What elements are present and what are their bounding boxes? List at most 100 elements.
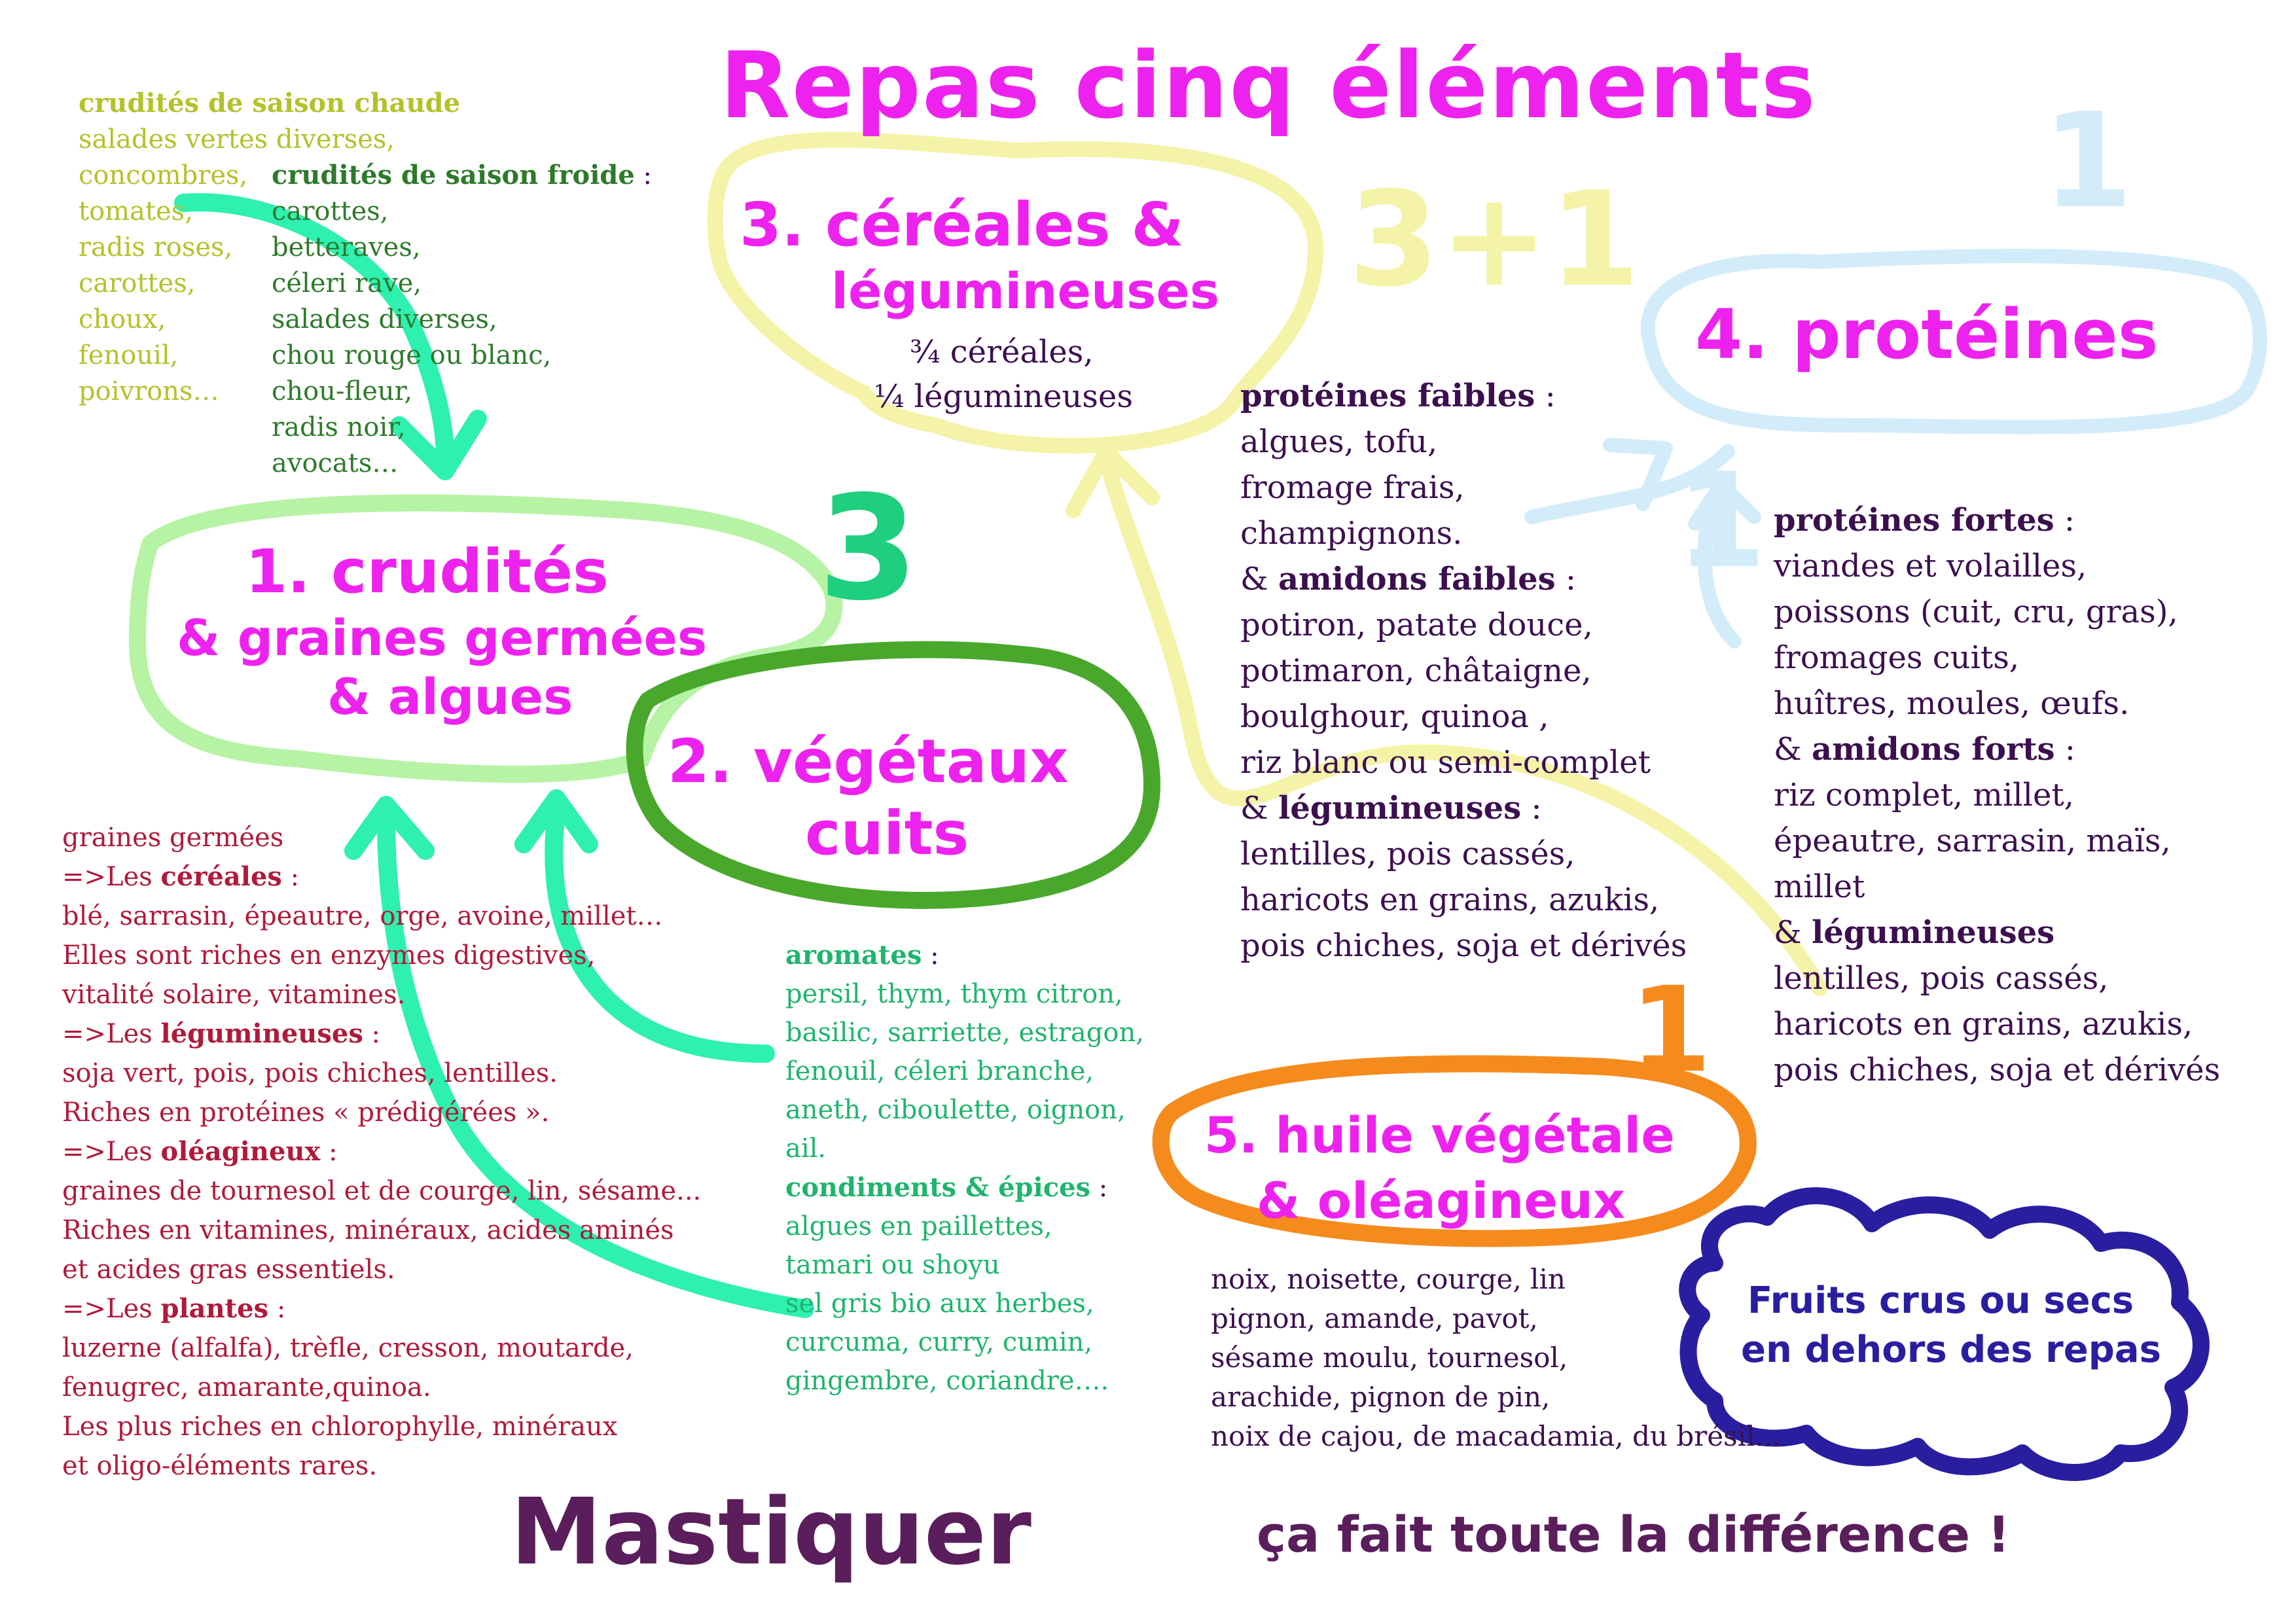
cereales-ratio-1: ¾ céréales, xyxy=(910,334,1094,370)
colon: : xyxy=(1535,378,1556,414)
list-item: huîtres, moules, œufs. xyxy=(1774,685,2130,722)
text-line: Les plus riches en chlorophylle, minérau… xyxy=(62,1412,618,1442)
list-item: salades vertes diverses, xyxy=(79,124,395,154)
crudites-subtitle-1: & graines germées xyxy=(177,609,708,667)
list-item: poivrons… xyxy=(79,376,219,406)
number-three: 3 xyxy=(818,465,919,632)
legumineuses-heading: légumineuses xyxy=(1278,790,1522,827)
list-item: pois chiches, soja et dérivés xyxy=(1774,1052,2221,1088)
proteines-arrowhead-2 xyxy=(1688,477,1761,531)
list-item: tamari ou shoyu xyxy=(785,1250,1000,1280)
list-item: haricots en grains, azukis, xyxy=(1774,1006,2193,1043)
proteines-faibles-heading: protéines faibles xyxy=(1240,378,1535,414)
text-line: Elles sont riches en enzymes digestives, xyxy=(62,940,596,971)
footer-tagline: ça fait toute la différence ! xyxy=(1257,1505,2011,1563)
aromates-heading: aromates xyxy=(785,940,922,971)
text-line: luzerne (alfalfa), trèfle, cresson, mout… xyxy=(62,1333,634,1363)
colon: : xyxy=(922,940,939,971)
list-item: avocats… xyxy=(272,448,399,478)
fruits-line-2: en dehors des repas xyxy=(1741,1329,2161,1371)
list-item: céleri rave, xyxy=(272,268,422,298)
list-item: radis roses, xyxy=(79,232,233,262)
text-suffix: : xyxy=(281,862,300,892)
cereales-arrowhead xyxy=(1066,444,1160,518)
list-item: salades diverses, xyxy=(272,304,497,334)
saison-froide-heading: crudités de saison froide xyxy=(272,160,635,190)
text-line: Riches en protéines « prédigérées ». xyxy=(62,1097,550,1128)
text-suffix: : xyxy=(268,1294,286,1324)
list-item: carottes, xyxy=(272,196,389,226)
list-item: sésame moulu, tournesol, xyxy=(1211,1342,1568,1374)
page-title: Repas cinq éléments xyxy=(720,33,1817,139)
list-item: algues, tofu, xyxy=(1240,423,1438,460)
number-one-blue: 1 xyxy=(1676,445,1767,597)
list-item: fromage frais, xyxy=(1240,469,1465,506)
list-item: lentilles, pois cassés, xyxy=(1774,960,2109,997)
list-item: fenouil, xyxy=(79,340,179,370)
text-bold: plantes xyxy=(160,1293,269,1324)
text-prefix: =>Les xyxy=(62,1019,161,1049)
colon: : xyxy=(2054,502,2075,539)
text-line: Riches en vitamines, minéraux, acides am… xyxy=(62,1215,674,1245)
fruits-bubble xyxy=(1679,1187,2210,1481)
text-line: graines germées xyxy=(62,823,284,853)
proteines-title: 4. protéines xyxy=(1695,294,2159,374)
text-line: et acides gras essentiels. xyxy=(62,1255,395,1285)
text-line: fenugrec, amarante,quinoa. xyxy=(62,1372,431,1402)
list-item: algues en paillettes, xyxy=(785,1211,1052,1241)
crudites-title: 1. crudités xyxy=(245,537,609,607)
cyan-arrowhead-top xyxy=(390,410,487,480)
amidons-forts-heading: amidons forts xyxy=(1811,731,2055,768)
legumineuses-heading: légumineuses xyxy=(1811,914,2055,951)
ampersand: & xyxy=(1774,914,1812,951)
list-item: riz blanc ou semi-complet xyxy=(1240,744,1651,781)
list-item: épeautre, sarrasin, maïs, xyxy=(1774,823,2171,859)
colon: : xyxy=(1521,790,1542,827)
cereales-ratio-2: ¼ légumineuses xyxy=(874,378,1133,415)
list-item: pois chiches, soja et dérivés xyxy=(1240,927,1687,964)
colon: : xyxy=(1090,1173,1108,1203)
text-line: soja vert, pois, pois chiches, lentilles… xyxy=(62,1058,558,1088)
list-item: fenouil, céleri branche, xyxy=(785,1056,1094,1086)
proteines-fortes-block: protéines fortes : viandes et volailles,… xyxy=(1774,497,2220,1093)
saison-chaude-heading: crudités de saison chaude xyxy=(79,88,461,118)
amidons-faibles-heading: amidons faibles xyxy=(1278,561,1556,597)
huile-bubble xyxy=(1152,1055,1757,1247)
number-three-plus-one: 3+1 xyxy=(1348,164,1640,316)
list-item: poissons (cuit, cru, gras), xyxy=(1774,594,2178,630)
cyan-arrowhead-mid xyxy=(514,789,598,853)
list-item: haricots en grains, azukis, xyxy=(1240,882,1660,918)
list-item: aneth, ciboulette, oignon, xyxy=(785,1095,1126,1125)
text-suffix: : xyxy=(363,1019,381,1049)
list-item: pignon, amande, pavot, xyxy=(1211,1302,1538,1334)
proteines-arrowhead-1 xyxy=(1603,438,1673,511)
number-one-top: 1 xyxy=(2042,85,2134,238)
cereales-bubble xyxy=(707,132,1324,454)
huile-subtitle: & oléagineux xyxy=(1257,1171,1626,1230)
list-item: carottes, xyxy=(79,268,196,298)
cereales-title: 3. céréales & xyxy=(740,190,1184,260)
text-prefix: =>Les xyxy=(62,1294,161,1324)
list-item: curcuma, curry, cumin, xyxy=(785,1327,1093,1357)
list-item: millet xyxy=(1774,868,1865,905)
footer-big-word: Mastiquer xyxy=(511,1479,1031,1586)
vegetaux-subtitle: cuits xyxy=(805,798,969,868)
aromates-block: aromates : persil, thym, thym citron, ba… xyxy=(785,936,1144,1400)
vegetaux-bubble xyxy=(626,641,1161,909)
cereales-subtitle: légumineuses xyxy=(831,262,1220,320)
fruits-line-1: Fruits crus ou secs xyxy=(1748,1279,2134,1322)
list-item: choux, xyxy=(79,304,166,334)
proteines-faibles-block: protéines faibles : algues, tofu, fromag… xyxy=(1240,373,1687,969)
text-prefix: =>Les xyxy=(62,862,161,892)
cereales-arrow xyxy=(1098,450,1827,996)
list-item: concombres, xyxy=(79,160,248,190)
text-line: et oligo-éléments rares. xyxy=(62,1451,378,1481)
text-bold: oléagineux xyxy=(160,1136,321,1167)
list-item: boulghour, quinoa , xyxy=(1240,698,1549,735)
text-line: graines de tournesol et de courge, lin, … xyxy=(62,1176,702,1206)
list-item: chou-fleur, xyxy=(272,376,413,406)
ampersand: & xyxy=(1240,790,1278,827)
colon: : xyxy=(2054,731,2075,768)
text-bold: légumineuses xyxy=(160,1018,363,1049)
